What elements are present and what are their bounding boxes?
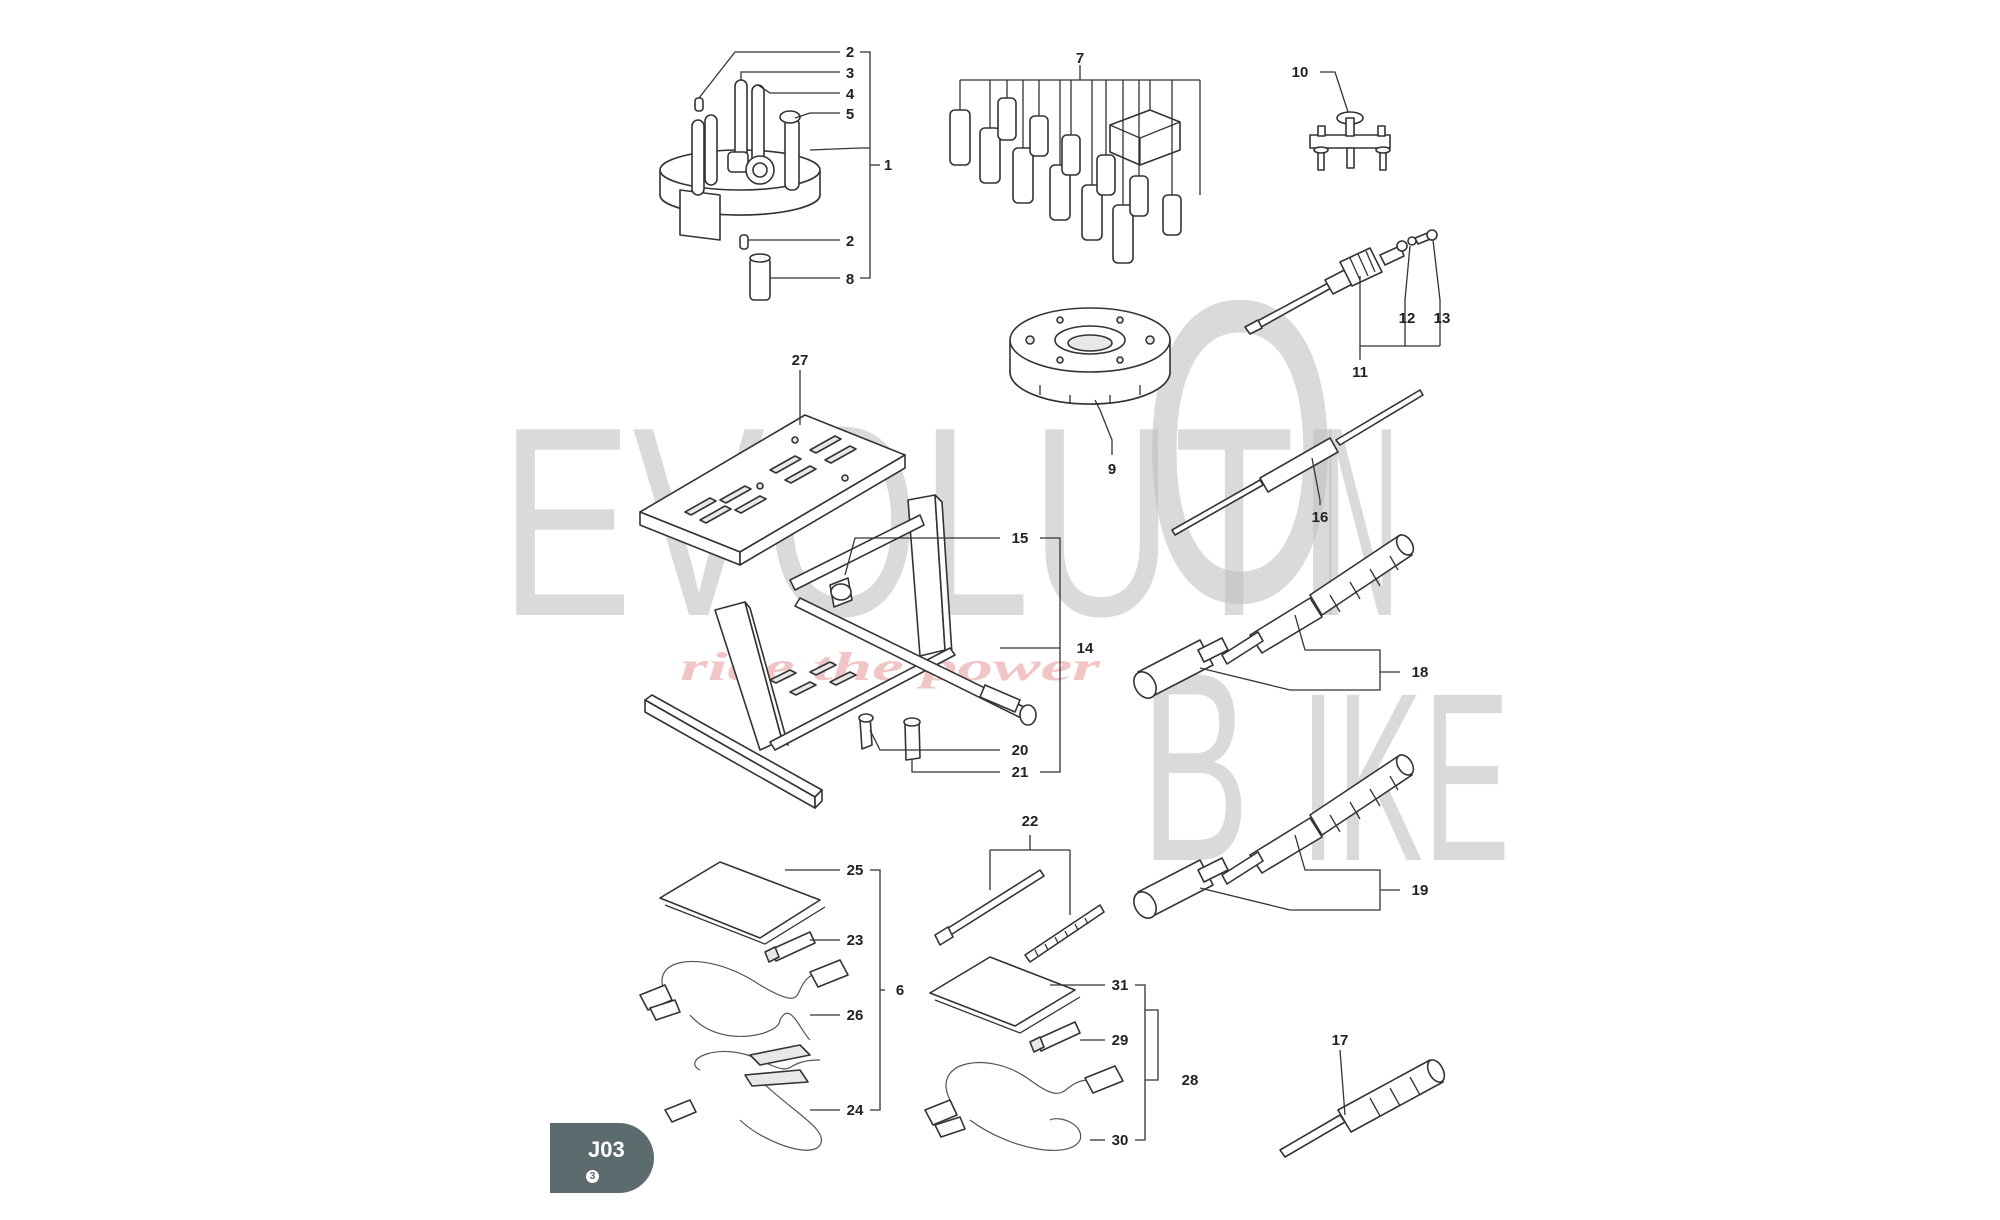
- part-18-installer-tool: [1133, 534, 1415, 699]
- callout-18: 18: [1412, 664, 1429, 681]
- part-30-diagnostic-cable: [924, 1061, 1124, 1151]
- callout-7-leaders: [959, 65, 1201, 205]
- part-14-stand-frame: [644, 494, 1037, 809]
- part-25-manual: [659, 861, 826, 945]
- callout-9: 9: [1108, 461, 1116, 478]
- watermark-brand-n: N: [1320, 372, 1400, 673]
- callout-22: 22: [1022, 813, 1039, 830]
- callout-30: 30: [1112, 1132, 1129, 1149]
- callout-7: 7: [1076, 50, 1084, 67]
- callout-5: 5: [846, 106, 854, 123]
- callout-19-leader: [1199, 834, 1400, 911]
- part-27-base-plate: [639, 414, 906, 566]
- callout-29: 29: [1112, 1032, 1129, 1049]
- part-31-manual: [929, 956, 1081, 1034]
- page-subcode: 3: [586, 1170, 599, 1183]
- callout-14: 14: [1077, 640, 1094, 657]
- callout-6: 6: [896, 982, 904, 999]
- part-23-usb-key: [764, 931, 816, 963]
- part-26-diagnostic-cable: [639, 959, 849, 1041]
- callout-14-21-leaders: [844, 537, 1061, 773]
- callout-16-leader: [1311, 457, 1321, 505]
- callout-1: 1: [884, 157, 892, 174]
- part-17-punch: [1279, 1059, 1446, 1158]
- part-16-long-rod: [1171, 389, 1424, 536]
- part-9-clutch-holder: [1009, 307, 1171, 405]
- callout-28: 28: [1182, 1072, 1199, 1089]
- callout-3: 3: [846, 65, 854, 82]
- part-29-usb-key: [1029, 1021, 1081, 1053]
- part-19-installer-tool: [1133, 754, 1415, 919]
- callout-24: 24: [847, 1102, 864, 1119]
- callout-10: 10: [1292, 64, 1309, 81]
- callout-15: 15: [1012, 530, 1029, 547]
- callout-group-1-leaders: [698, 51, 880, 279]
- callout-12: 12: [1399, 310, 1416, 327]
- callout-21: 21: [1012, 764, 1029, 781]
- callout-17: 17: [1332, 1032, 1349, 1049]
- callout-17-leader: [1339, 1049, 1346, 1116]
- callout-31: 31: [1112, 977, 1129, 994]
- callout-11-13-leaders: [1359, 239, 1441, 360]
- part-24-battery-clamps-cable: [664, 1044, 823, 1151]
- callout-27: 27: [792, 352, 809, 369]
- part-22-rod-and-drill: [934, 869, 1105, 963]
- callout-8: 8: [846, 271, 854, 288]
- callout-22-leader: [989, 835, 1071, 915]
- callout-26: 26: [847, 1007, 864, 1024]
- callout-20: 20: [1012, 742, 1029, 759]
- callout-2-lower: 2: [846, 233, 854, 250]
- callout-11: 11: [1352, 364, 1368, 381]
- page-badge: J03 3: [550, 1123, 654, 1193]
- part-1-pin-stand: [659, 79, 821, 301]
- callout-25: 25: [847, 862, 864, 879]
- callout-10-leader: [1320, 71, 1349, 113]
- callout-9-leader: [1094, 399, 1113, 455]
- page-code: J03: [588, 1137, 625, 1162]
- callout-2: 2: [846, 44, 854, 61]
- part-10-puller-bar: [1309, 111, 1391, 171]
- callout-28-leaders: [1050, 984, 1159, 1141]
- callout-19: 19: [1412, 882, 1429, 899]
- callout-6-leaders: [785, 869, 885, 1111]
- callout-4: 4: [846, 86, 855, 103]
- callout-16: 16: [1312, 509, 1329, 526]
- callout-18-leader: [1199, 614, 1400, 691]
- callout-13: 13: [1434, 310, 1451, 327]
- part-11-slide-puller: [1244, 229, 1438, 335]
- callout-23: 23: [847, 932, 864, 949]
